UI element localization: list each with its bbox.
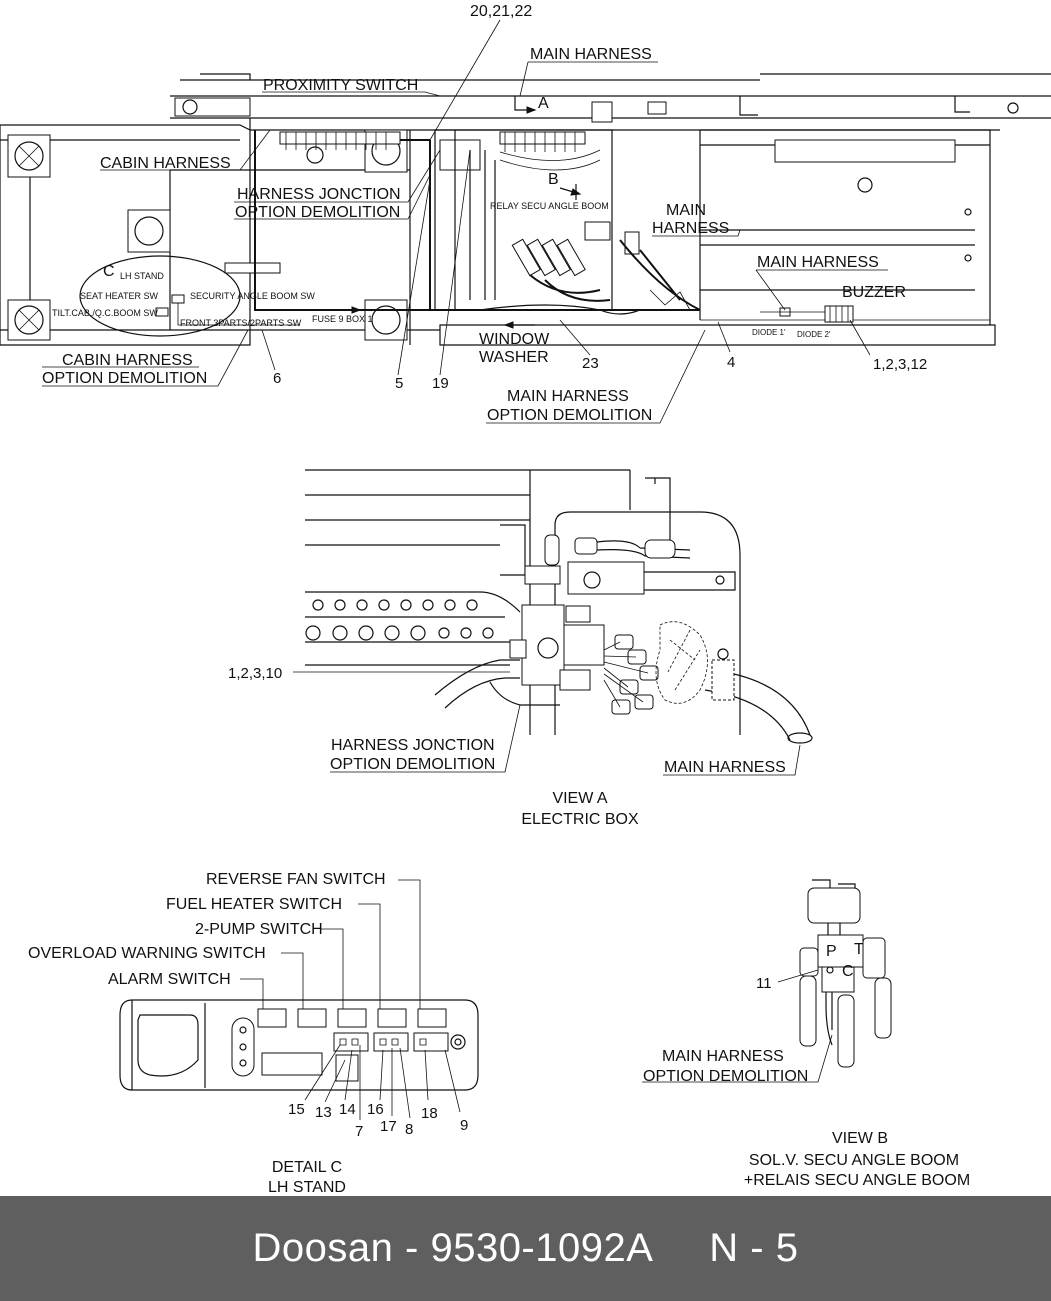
beam-holes <box>305 599 494 641</box>
ref-20-21-22: 20,21,22 <box>470 3 532 20</box>
ref-14: 14 <box>339 1101 356 1118</box>
ref-15: 15 <box>288 1101 305 1118</box>
label-reverse-fan-switch: REVERSE FAN SWITCH <box>206 871 386 888</box>
relay-cluster <box>511 221 701 311</box>
label-option-demolition-a: OPTION DEMOLITION <box>330 756 495 773</box>
view-b-marker: B <box>548 171 559 188</box>
wiring-diagram: 20,21,22 MAIN HARNESS PROXIMITY SWITCH A… <box>0 3 1051 1196</box>
detail-c-subtitle: LH STAND <box>268 1179 346 1196</box>
label-main-harness-3: MAIN HARNESS <box>507 388 629 405</box>
label-buzzer: BUZZER <box>842 284 906 301</box>
label-fuse-9-box-1: FUSE 9 BOX 1 <box>312 314 373 324</box>
view-b-drawing <box>642 879 892 1083</box>
ref-23: 23 <box>582 355 599 372</box>
label-main-harness-b: MAIN HARNESS <box>662 1048 784 1065</box>
label-main-harness-right: MAIN HARNESS <box>757 254 879 271</box>
footer-title: Doosan - 9530-1092A N - 5 <box>252 1226 799 1270</box>
footer-bar: Doosan - 9530-1092A N - 5 <box>0 1196 1051 1301</box>
ref-16: 16 <box>367 1101 384 1118</box>
label-washer: WASHER <box>479 349 549 366</box>
view-a-labels: 1,2,3,10 HARNESS JONCTION OPTION DEMOLIT… <box>228 665 786 828</box>
label-fuel-heater-switch: FUEL HEATER SWITCH <box>166 896 342 913</box>
label-window: WINDOW <box>479 331 550 348</box>
view-b-subtitle-1: SOL.V. SECU ANGLE BOOM <box>749 1152 959 1169</box>
label-lh-stand-small: LH STAND <box>120 271 164 281</box>
label-main-harness-top: MAIN HARNESS <box>530 46 652 63</box>
label-security-angle-boom-sw: SECURITY ANGLE BOOM SW <box>190 291 315 301</box>
label-diode-2: DIODE 2' <box>797 330 831 339</box>
view-a-drawing <box>293 469 813 776</box>
label-2-pump-switch: 2-PUMP SWITCH <box>195 921 323 938</box>
label-relay-secu: RELAY SECU ANGLE BOOM <box>490 201 609 211</box>
ref-19: 19 <box>432 375 449 392</box>
detail-c-title: DETAIL C <box>272 1159 342 1176</box>
label-tilt-cab: TILT.CAB./Q.C.BOOM SW <box>52 308 158 318</box>
ref-6: 6 <box>273 370 281 387</box>
view-a-title: VIEW A <box>552 790 607 807</box>
label-cabin-harness: CABIN HARNESS <box>100 155 231 172</box>
label-main-harness-a: MAIN HARNESS <box>664 759 786 776</box>
label-main-1: MAIN <box>666 202 706 219</box>
port-t-label: T <box>854 941 864 958</box>
label-front-3parts: FRONT 3PARTS/2PARTS SW <box>180 318 302 328</box>
ref-13: 13 <box>315 1104 332 1121</box>
label-option-demolition-b: OPTION DEMOLITION <box>643 1068 808 1085</box>
detail-c-marker: C <box>103 263 115 280</box>
ref-1-2-3-10: 1,2,3,10 <box>228 665 282 682</box>
label-cabin-harness-2: CABIN HARNESS <box>62 352 193 369</box>
view-b-labels: P T C 11 MAIN HARNESS OPTION DEMOLITION … <box>643 941 970 1189</box>
label-option-demolition-1: OPTION DEMOLITION <box>235 204 400 221</box>
view-b-title: VIEW B <box>832 1130 888 1147</box>
label-harness-jonction-1: HARNESS JONCTION <box>237 186 401 203</box>
label-harness-1: HARNESS <box>652 220 729 237</box>
label-overload-warning-switch: OVERLOAD WARNING SWITCH <box>28 945 266 962</box>
port-p-label: P <box>826 943 837 960</box>
view-b-subtitle-2: +RELAIS SECU ANGLE BOOM <box>744 1172 970 1189</box>
ref-18: 18 <box>421 1105 438 1122</box>
label-proximity-switch: PROXIMITY SWITCH <box>263 77 418 94</box>
view-a-marker: A <box>538 95 549 112</box>
ref-11: 11 <box>756 975 772 992</box>
port-c-label: C <box>842 963 854 980</box>
label-seat-heater-sw: SEAT HEATER SW <box>80 291 159 301</box>
ref-9: 9 <box>460 1117 468 1134</box>
label-harness-jonction-a: HARNESS JONCTION <box>331 737 495 754</box>
detail-c-drawing <box>119 879 479 1120</box>
connector-bundle <box>603 621 708 715</box>
main-view-labels: 20,21,22 MAIN HARNESS PROXIMITY SWITCH A… <box>42 3 927 424</box>
ref-7: 7 <box>355 1123 363 1140</box>
ref-8: 8 <box>405 1121 413 1138</box>
ref-1-2-3-12: 1,2,3,12 <box>873 356 927 373</box>
view-a-subtitle: ELECTRIC BOX <box>521 811 639 828</box>
main-view <box>0 19 1051 424</box>
ref-4: 4 <box>727 354 735 371</box>
label-option-demolition-3: OPTION DEMOLITION <box>487 407 652 424</box>
label-alarm-switch: ALARM SWITCH <box>108 971 231 988</box>
ref-17: 17 <box>380 1118 397 1135</box>
label-diode-1: DIODE 1' <box>752 328 786 337</box>
label-option-demolition-2: OPTION DEMOLITION <box>42 370 207 387</box>
ref-5: 5 <box>395 375 403 392</box>
detail-c-labels: REVERSE FAN SWITCH FUEL HEATER SWITCH 2-… <box>28 871 468 1196</box>
